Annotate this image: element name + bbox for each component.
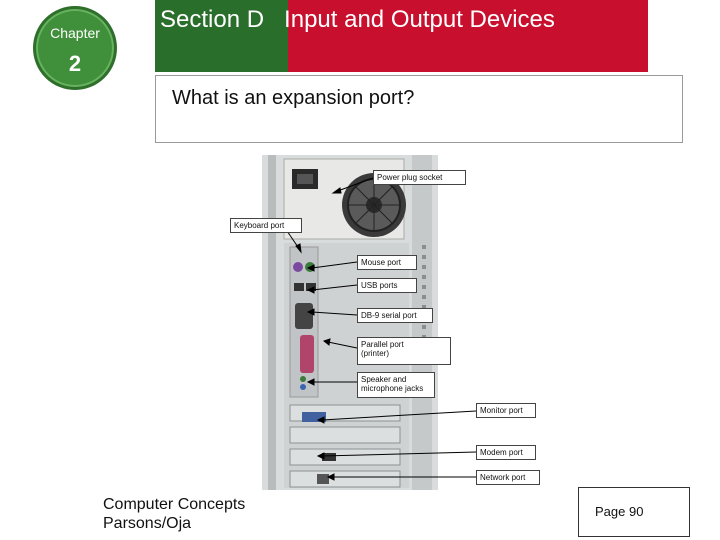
parallel-port-line2: (printer) — [361, 349, 390, 358]
question-text: What is an expansion port? — [172, 87, 415, 109]
chapter-badge: Chapter 2 — [33, 6, 117, 90]
speaker-line1: Speaker and — [361, 375, 407, 384]
chapter-number: 2 — [68, 51, 82, 76]
header-red-block — [288, 0, 648, 72]
page-number-box: Page 90 — [578, 487, 690, 537]
chapter-label: Chapter — [50, 25, 100, 41]
page-number: Page 90 — [595, 504, 644, 519]
footer-book-title: Computer Concepts Parsons/Oja — [103, 495, 245, 533]
header-green-block — [155, 0, 288, 72]
callout-mouse-port: Mouse port — [357, 255, 417, 270]
question-box: What is an expansion port? — [155, 75, 683, 143]
callout-usb-ports: USB ports — [357, 278, 417, 293]
callout-power-plug: Power plug socket — [373, 170, 466, 185]
callout-parallel-port: Parallel port (printer) — [357, 337, 451, 365]
footer-line2: Parsons/Oja — [103, 515, 192, 532]
callout-modem-port: Modem port — [476, 445, 536, 460]
callout-network-port: Network port — [476, 470, 540, 485]
callout-db9-serial: DB-9 serial port — [357, 308, 433, 323]
callout-monitor-port: Monitor port — [476, 403, 536, 418]
footer-line1: Computer Concepts — [103, 496, 246, 513]
callout-speaker-jacks: Speaker and microphone jacks — [357, 372, 435, 398]
section-title: Section D Input and Output Devices — [160, 6, 555, 33]
parallel-port-line1: Parallel port — [361, 340, 404, 349]
callout-keyboard-port: Keyboard port — [230, 218, 302, 233]
speaker-line2: microphone jacks — [361, 384, 424, 393]
